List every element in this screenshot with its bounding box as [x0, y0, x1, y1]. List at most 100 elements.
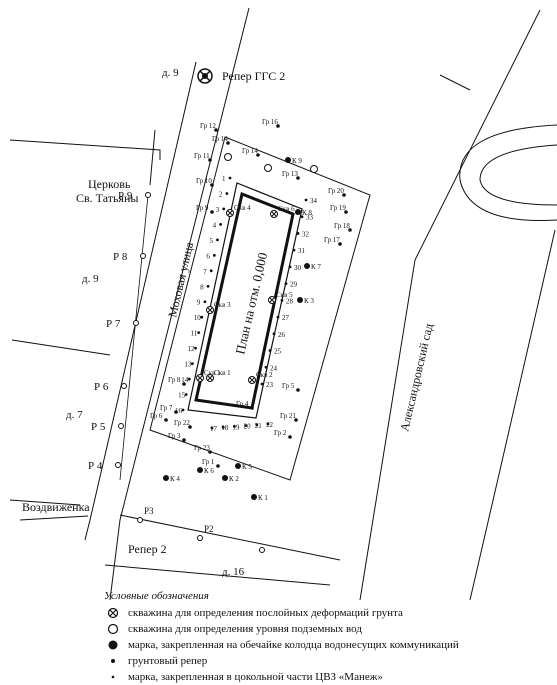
survey-point-marker — [145, 192, 151, 198]
ground-benchmark-label: Гр 4 — [236, 400, 249, 408]
ground-benchmark-label: Гр 6 — [150, 412, 163, 420]
borehole-cross — [249, 377, 255, 383]
borehole-cross — [269, 297, 275, 303]
ground-benchmark-dot — [210, 210, 214, 214]
building-mark-dot — [210, 426, 214, 430]
legend: Условные обозначения скважина для опреде… — [104, 590, 554, 685]
borehole-label: Скв 4 — [234, 204, 251, 212]
well-mark-dot — [235, 463, 241, 469]
west-survey-line — [119, 194, 149, 481]
borehole-cross — [197, 375, 203, 381]
ground-benchmark-label: Гр 23 — [194, 444, 210, 452]
ground-benchmark-dot — [188, 425, 192, 429]
building-mark-label: 14 — [181, 376, 189, 384]
label-reper2: Репер 2 — [128, 542, 167, 556]
ground-benchmark-dot — [182, 382, 186, 386]
building-mark-label: 16 — [175, 407, 183, 415]
mokhovaya-west-edge — [84, 61, 197, 541]
building-mark-dot — [187, 377, 191, 381]
ground-benchmark-label: Гр 3 — [168, 432, 181, 440]
survey-point-label: Р3 — [144, 506, 154, 516]
building-mark-label: 27 — [282, 314, 290, 322]
ground-benchmark-dot — [250, 406, 254, 410]
building-mark-label: 20 — [244, 423, 252, 431]
building-mark-dot — [304, 198, 308, 202]
well-mark-label: К 1 — [258, 494, 268, 502]
building-mark-dot — [233, 425, 236, 428]
building-mark-label: 33 — [306, 214, 314, 222]
ground-benchmark-dot — [164, 418, 168, 422]
garden-fountain-inner — [479, 144, 557, 206]
ground-benchmark-label: Гр 14 — [212, 135, 228, 143]
garden-boundary — [469, 229, 556, 600]
building-mark-dot — [272, 332, 276, 336]
building-mark-label: 3 — [216, 206, 220, 214]
legend-item-ground-benchmark: грунтовый репер — [104, 653, 554, 669]
legend-item-label: грунтовый репер — [128, 655, 208, 667]
church-block — [149, 129, 156, 186]
ground-benchmark-label: Гр 22 — [174, 419, 190, 427]
building-mark-label: 29 — [290, 281, 298, 289]
ground-benchmark-label: Гр 13 — [282, 170, 298, 178]
ground-benchmark-label: Гр 1 — [202, 458, 215, 466]
survey-point-marker — [197, 535, 203, 541]
legend-title: Условные обозначения — [104, 590, 209, 602]
label-reper-ggs: Репер ГГС 2 — [222, 69, 285, 83]
survey-point-label: Р2 — [204, 524, 214, 534]
well-mark-label: К 7 — [311, 263, 321, 271]
garden-corner — [439, 74, 471, 91]
garden-fountain-arc — [459, 124, 557, 221]
south-block-bottom — [104, 564, 331, 586]
legend-item-manege-mark: марка, закрепленная в цокольной части ЦВ… — [104, 669, 554, 685]
building-mark-dot — [264, 365, 268, 369]
survey-point-marker — [137, 517, 143, 523]
borehole-label: Скв 2 — [256, 371, 273, 379]
borehole-label: Скв 3 — [214, 301, 231, 309]
ground-benchmark-dot — [338, 242, 342, 246]
ground-benchmark-label: Гр 7 — [160, 404, 173, 412]
ground-benchmark-label: Гр 16 — [262, 118, 278, 126]
label-d9-top: д. 9 — [162, 67, 179, 79]
ground-benchmark-label: Гр 11 — [194, 152, 210, 160]
well-mark-label: К 6 — [204, 467, 214, 475]
building-mark-dot — [212, 253, 216, 257]
building-mark-dot — [228, 176, 232, 180]
legend-item-label: скважина для определения уровня подземны… — [128, 623, 362, 635]
building-mark-label: 18 — [221, 424, 229, 432]
building-mark-dot — [296, 232, 300, 235]
legend-item-label: марка, закрепленная в цокольной части ЦВ… — [128, 671, 383, 683]
well-marks: К 9К 8К 7К 6К 4К 5К 2К 1К 3 — [163, 157, 321, 502]
ground-benchmark-dot — [344, 210, 348, 214]
survey-point-marker — [121, 383, 127, 389]
building-outline-west — [9, 139, 161, 506]
ground-benchmark-dot — [214, 128, 218, 132]
site-boundary — [149, 136, 371, 481]
legend-item-deformation-borehole: скважина для определения послойных дефор… — [104, 605, 554, 621]
ground-benchmark-dot — [348, 228, 352, 232]
ground-benchmark-dot — [216, 464, 220, 468]
ground-benchmark-label: Гр 2 — [274, 429, 287, 437]
building-mark-dot — [300, 215, 304, 219]
borehole-label: Скв 6 — [278, 205, 295, 213]
garden-edge — [359, 9, 541, 600]
building-mark-label: 2 — [219, 190, 223, 198]
mokhovaya-east-edge — [109, 7, 250, 600]
building-mark-dot — [268, 349, 272, 352]
label-mokhovaya: Моховая улица — [165, 240, 196, 318]
building-mark-dot — [206, 284, 210, 288]
label-d9-mid: д. 9 — [82, 273, 99, 285]
street-lines — [9, 7, 557, 600]
label-church-2: Св. Татьяны — [76, 191, 138, 205]
borehole-label: Скв 1 — [204, 369, 221, 377]
building-mark-label: 19 — [232, 423, 240, 431]
ground-benchmark-dot — [256, 153, 260, 157]
survey-point-marker — [133, 320, 139, 326]
building-mark-label: 11 — [191, 330, 198, 338]
building-mark-dot — [209, 269, 213, 273]
building-mark-label: 28 — [286, 297, 294, 305]
ground-benchmark-dot — [210, 183, 214, 187]
label-d7: д. 7 — [66, 409, 83, 421]
label-plan: План на отм. 0,000 — [232, 251, 270, 356]
ground-benchmark-dot — [294, 418, 298, 422]
